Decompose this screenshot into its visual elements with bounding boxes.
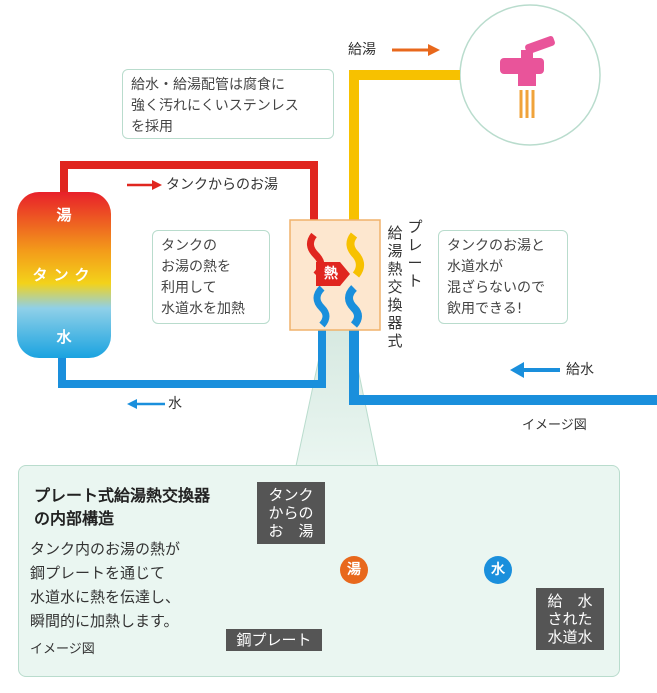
heat-badge: 熱 <box>324 266 338 282</box>
no-mix-callout: タンクのお湯と 水道水が 混ざらないので 飲用できる! <box>438 230 568 324</box>
exchanger-yellow-wave <box>346 232 364 278</box>
vertical-char: レ <box>407 236 423 254</box>
tank-body <box>17 192 111 358</box>
no-mix-line-1: タンクのお湯と <box>447 238 545 254</box>
vertical-char: 式 <box>387 332 403 350</box>
steel-plate-label: 鋼プレート <box>226 629 322 651</box>
vertical-char: プ <box>407 218 423 236</box>
cold-return-pipe <box>58 300 326 388</box>
panel-body: タンク内のお湯の熱が 鋼プレートを通じて 水道水に熱を伝達し、 瞬間的に加熱しま… <box>30 537 180 633</box>
heat-callout-line-4: 水道水を加熱 <box>161 301 245 317</box>
heat-callout-line-2: お湯の熱を <box>161 259 231 275</box>
vertical-char: ト <box>407 272 423 290</box>
heat-use-callout: タンクの お湯の熱を 利用して 水道水を加熱 <box>152 230 270 324</box>
cold-out-label: 水 <box>168 396 182 412</box>
exchanger-cold-wave <box>313 285 330 328</box>
hot-supply-pipe <box>349 70 460 240</box>
hot-from-tank-line-1: タンク <box>268 486 314 504</box>
tank-bottom-label: 水 <box>56 328 72 346</box>
exchanger-label-col1: 給湯熱交換器式 <box>386 224 404 350</box>
hot-from-tank-label: タンク からの お 湯 <box>257 482 325 544</box>
panel-title-line-2: の内部構造 <box>34 509 115 528</box>
vertical-char: 換 <box>387 296 403 314</box>
faucet-icon <box>500 36 555 118</box>
heat-arrow-shape <box>316 262 350 286</box>
panel-body-line-3: 水道水に熱を伝達し、 <box>30 588 181 606</box>
panel-body-line-1: タンク内のお湯の熱が <box>30 540 181 558</box>
exchanger-label-col2: プレート <box>406 218 424 290</box>
cold-supply-pipe <box>349 300 657 405</box>
vertical-char: ー <box>407 254 423 272</box>
panel-body-line-2: 鋼プレートを通じて <box>30 564 166 582</box>
no-mix-line-4: 飲用できる! <box>447 301 523 317</box>
cold-badge: 水 <box>484 556 512 584</box>
supplied-water-line-2: された <box>547 610 593 628</box>
vertical-char: 交 <box>387 278 403 296</box>
pipe-callout-line-1: 給水・給湯配管は腐食に <box>131 77 285 93</box>
tank-middle-label: タンク <box>32 266 96 284</box>
hot-pipe-from-tank <box>60 161 318 240</box>
cold-out-arrow <box>127 399 165 409</box>
tank-hot-arrow <box>127 180 162 190</box>
vertical-char: 器 <box>387 314 403 332</box>
heat-callout-line-1: タンクの <box>161 238 217 254</box>
tank-top-label: 湯 <box>56 206 72 224</box>
hot-badge: 湯 <box>340 556 368 584</box>
exchanger-blue-wave <box>345 285 362 328</box>
hot-from-tank-line-2: からの <box>268 504 314 522</box>
panel-body-line-4: 瞬間的に加熱します。 <box>30 612 179 630</box>
hot-from-tank-line-3: お 湯 <box>268 522 314 540</box>
no-mix-line-2: 水道水が <box>447 259 503 275</box>
pipe-callout-line-3: を採用 <box>131 119 173 135</box>
supplied-water-label: 給 水 された 水道水 <box>536 588 604 650</box>
supply-hot-arrow <box>392 44 440 56</box>
tank-hot-label: タンクからのお湯 <box>166 177 278 193</box>
pipe-material-callout: 給水・給湯配管は腐食に 強く汚れにくいステンレス を採用 <box>122 69 334 139</box>
supply-hot-label: 給湯 <box>348 42 376 58</box>
image-note-top: イメージ図 <box>522 418 587 433</box>
panel-title: プレート式給湯熱交換器 の内部構造 <box>34 484 210 530</box>
heat-callout-line-3: 利用して <box>161 280 217 296</box>
vertical-char: 湯 <box>387 242 403 260</box>
panel-title-line-1: プレート式給湯熱交換器 <box>34 486 211 505</box>
supplied-water-line-3: 水道水 <box>547 628 593 646</box>
vertical-char: 熱 <box>387 260 403 278</box>
pipe-callout-line-2: 強く汚れにくいステンレス <box>131 98 299 114</box>
vertical-char: 給 <box>387 224 403 242</box>
no-mix-line-3: 混ざらないので <box>447 280 545 296</box>
supplied-water-line-1: 給 水 <box>547 592 593 610</box>
supply-cold-arrow <box>510 362 560 378</box>
panel-image-note: イメージ図 <box>30 642 95 657</box>
supply-cold-label: 給水 <box>566 362 594 378</box>
